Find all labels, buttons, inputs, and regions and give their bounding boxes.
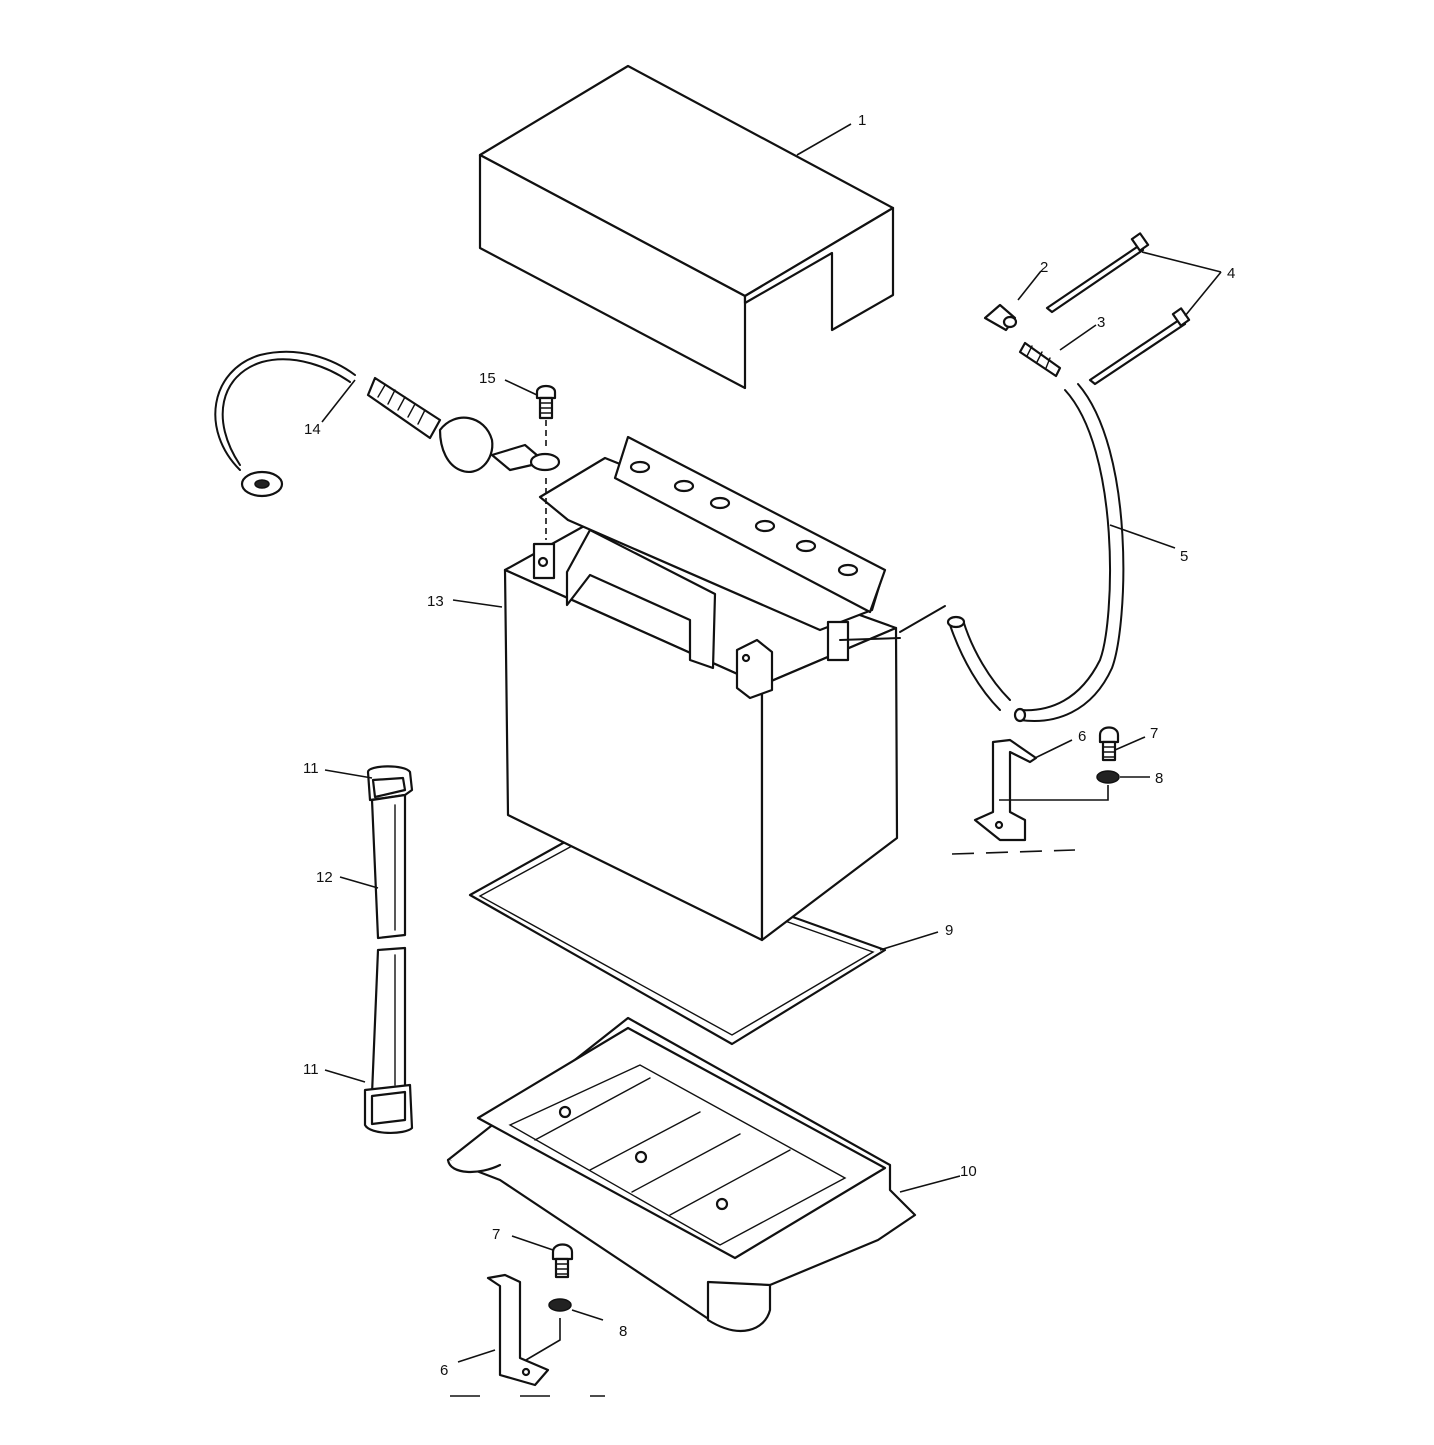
- vent-caps: [629, 460, 859, 577]
- strap-buckle-upper: [366, 765, 414, 802]
- callout-7-left: 7: [492, 1226, 500, 1243]
- callout-15: 15: [479, 370, 496, 387]
- leader-lines: [321, 123, 1222, 1363]
- callout-14: 14: [304, 421, 321, 438]
- vent-hose: [946, 383, 1125, 723]
- callout-2: 2: [1040, 259, 1048, 276]
- positive-terminal: [735, 638, 774, 700]
- hold-down-bracket-right: [973, 738, 1038, 842]
- battery: [503, 435, 946, 942]
- vent-elbow: [983, 303, 1018, 332]
- callout-6-left: 6: [440, 1362, 448, 1379]
- callout-13: 13: [427, 593, 444, 610]
- battery-tray: [446, 1016, 917, 1332]
- callout-4: 4: [1227, 265, 1235, 282]
- strap-buckle-lower: [363, 1083, 414, 1134]
- vent-connector: [1018, 341, 1062, 378]
- hold-down-bracket-left: [486, 1273, 561, 1387]
- callout-7-right: 7: [1150, 725, 1158, 742]
- callout-8-left: 8: [619, 1323, 627, 1340]
- battery-strap: [370, 793, 407, 1096]
- callout-1: 1: [858, 112, 866, 129]
- callout-11-lower: 11: [303, 1061, 319, 1078]
- cable-tie-lower: [1088, 307, 1191, 386]
- callout-labels: 1 2 3 4 5 6 6 7 7 8 8 9 10 11 11 12 13 1…: [303, 112, 1235, 1379]
- callout-5: 5: [1180, 548, 1188, 565]
- callout-8-right: 8: [1155, 770, 1163, 787]
- callout-6-right: 6: [1078, 728, 1086, 745]
- washer-right: [999, 770, 1120, 801]
- terminal-boot: [438, 416, 494, 473]
- bolt-right: [1098, 726, 1120, 762]
- battery-cover: [478, 64, 895, 390]
- battery-pad: [468, 836, 887, 1046]
- washer-left: [548, 1298, 572, 1312]
- terminal-bolt: [535, 384, 557, 540]
- callout-11-upper: 11: [303, 760, 319, 777]
- callout-9: 9: [945, 922, 953, 939]
- negative-cable: [214, 350, 561, 498]
- callout-10: 10: [960, 1163, 977, 1180]
- callout-3: 3: [1097, 314, 1105, 331]
- callout-12: 12: [316, 869, 333, 886]
- bolt-left: [551, 1243, 574, 1279]
- cable-tie-upper: [1045, 232, 1150, 314]
